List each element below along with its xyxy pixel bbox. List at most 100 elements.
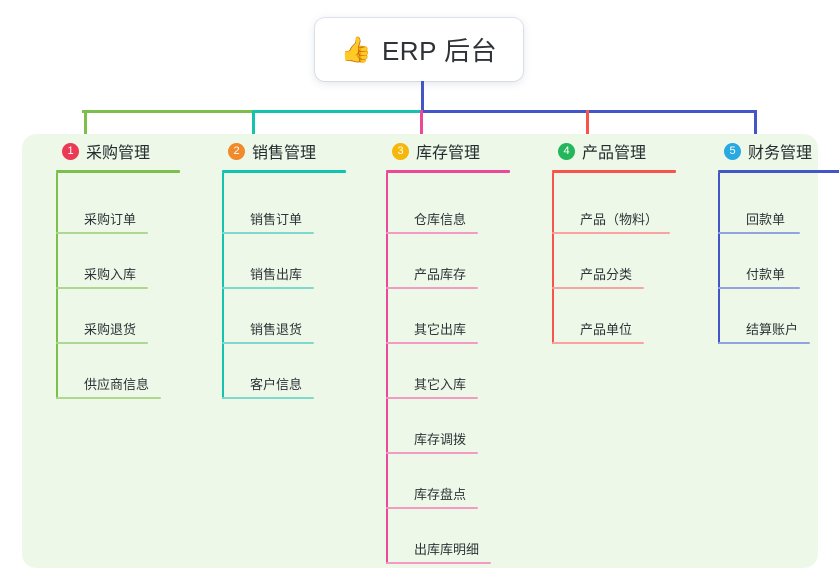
branch-spine-5: [718, 173, 720, 344]
branch-title-1: 采购管理: [86, 145, 151, 162]
branch-item-label: 库存盘点: [414, 487, 467, 502]
branch-item-label: 采购订单: [84, 212, 137, 227]
branch-item-rule: [56, 232, 148, 234]
branch-item-label: 仓库信息: [414, 212, 467, 227]
branch-item-rule: [552, 287, 644, 289]
branch-header-rule-1: [56, 170, 180, 173]
branch-item[interactable]: 产品库存: [386, 263, 478, 289]
branch-item[interactable]: 客户信息: [222, 373, 314, 399]
branch-drop-3: [420, 110, 423, 136]
thumbs-up-emoji: 👍: [340, 35, 372, 64]
branch-item[interactable]: 回款单: [718, 208, 800, 234]
branch-item-rule: [552, 232, 670, 234]
branch-item-rule: [552, 342, 644, 344]
branch-number-badge-2: 2: [228, 142, 245, 160]
branch-item-rule: [386, 232, 478, 234]
branch-item[interactable]: 产品单位: [552, 318, 644, 344]
bus-segment-2: [254, 110, 422, 113]
branch-item-rule: [386, 507, 478, 509]
branch-item-rule: [56, 397, 161, 399]
branch-item[interactable]: 其它入库: [386, 373, 478, 399]
branch-drop-5: [754, 110, 757, 136]
branch-drop-2: [252, 110, 255, 136]
branch-item-rule: [718, 232, 800, 234]
branch-header-4[interactable]: 4 产品管理: [540, 134, 646, 168]
root-node-title: ERP 后台: [381, 36, 498, 66]
branch-item-label: 付款单: [746, 267, 786, 282]
branch-title-4: 产品管理: [582, 145, 647, 162]
branch-number-badge-4: 4: [558, 142, 575, 160]
branch-item[interactable]: 销售退货: [222, 318, 314, 344]
branch-header-2[interactable]: 2 销售管理: [210, 134, 316, 168]
branch-title-3: 库存管理: [416, 145, 481, 162]
diagram-panel: 1 采购管理采购订单采购入库采购退货供应商信息 2 销售管理销售订单销售出库销售退货客…: [22, 134, 839, 568]
branch-item-label: 其它入库: [414, 377, 467, 392]
branch-spine-3: [386, 173, 388, 564]
branch-header-3[interactable]: 3 库存管理: [374, 134, 480, 168]
branch-item-rule: [56, 342, 148, 344]
branch-item-rule: [718, 342, 810, 344]
branch-header-rule-4: [552, 170, 676, 173]
branch-item-label: 采购退货: [84, 322, 137, 337]
branch-item[interactable]: 库存盘点: [386, 483, 478, 509]
branch-item[interactable]: 采购退货: [56, 318, 148, 344]
branch-item[interactable]: 产品（物料）: [552, 208, 670, 234]
branch-item[interactable]: 出库库明细: [386, 538, 491, 564]
branch-item[interactable]: 付款单: [718, 263, 800, 289]
branch-item[interactable]: 供应商信息: [56, 373, 161, 399]
branch-header-rule-2: [222, 170, 346, 173]
branch-drop-1: [84, 110, 87, 136]
branch-item-rule: [386, 452, 478, 454]
branch-number-badge-1: 1: [62, 142, 79, 160]
branch-column-1: 1 采购管理采购订单采购入库采购退货供应商信息: [44, 134, 180, 399]
branch-item-rule: [222, 287, 314, 289]
branch-item[interactable]: 其它出库: [386, 318, 478, 344]
branch-item-rule: [56, 287, 148, 289]
branch-number-badge-3: 3: [392, 142, 409, 160]
branch-item-rule: [386, 397, 478, 399]
branch-header-rule-3: [386, 170, 510, 173]
branch-item[interactable]: 产品分类: [552, 263, 644, 289]
branch-item-label: 供应商信息: [84, 377, 150, 392]
branch-item-rule: [386, 342, 478, 344]
branch-item[interactable]: 采购订单: [56, 208, 148, 234]
branch-item-label: 回款单: [746, 212, 786, 227]
branch-item-label: 采购入库: [84, 267, 137, 282]
branch-item-rule: [386, 287, 478, 289]
branch-column-2: 2 销售管理销售订单销售出库销售退货客户信息: [210, 134, 346, 399]
branch-spine-4: [552, 173, 554, 344]
branch-column-4: 4 产品管理产品（物料） 产品分类产品单位: [540, 134, 676, 344]
branch-item-label: 销售出库: [250, 267, 303, 282]
branch-item-rule: [222, 232, 314, 234]
branch-item[interactable]: 采购入库: [56, 263, 148, 289]
branch-item-rule: [222, 342, 314, 344]
branch-column-3: 3 库存管理仓库信息产品库存其它出库其它入库库存调拨库存盘点出库库明细: [374, 134, 510, 564]
branch-item-label: 产品（物料）: [580, 212, 659, 227]
branch-item-label: 结算账户: [746, 322, 799, 337]
branch-header-1[interactable]: 1 采购管理: [44, 134, 150, 168]
branch-item-rule: [386, 562, 491, 564]
branch-item[interactable]: 仓库信息: [386, 208, 478, 234]
branch-item-label: 产品库存: [414, 267, 467, 282]
branch-item-label: 销售订单: [250, 212, 303, 227]
branch-item-rule: [222, 397, 314, 399]
root-node[interactable]: 👍 ERP 后台: [315, 18, 523, 81]
branch-item[interactable]: 库存调拨: [386, 428, 478, 454]
branch-item[interactable]: 销售订单: [222, 208, 314, 234]
bus-segment-3: [422, 110, 756, 113]
branch-drop-4: [586, 110, 589, 136]
branch-spine-1: [56, 173, 58, 399]
branch-title-2: 销售管理: [252, 145, 317, 162]
branch-item[interactable]: 销售出库: [222, 263, 314, 289]
bus-segment-1: [82, 110, 254, 113]
branch-item[interactable]: 结算账户: [718, 318, 810, 344]
branch-spine-2: [222, 173, 224, 399]
branch-item-label: 库存调拨: [414, 432, 467, 447]
root-stem-connector: [421, 81, 424, 112]
branch-header-rule-5: [718, 170, 839, 173]
branch-item-rule: [718, 287, 800, 289]
branch-item-label: 产品单位: [580, 322, 633, 337]
